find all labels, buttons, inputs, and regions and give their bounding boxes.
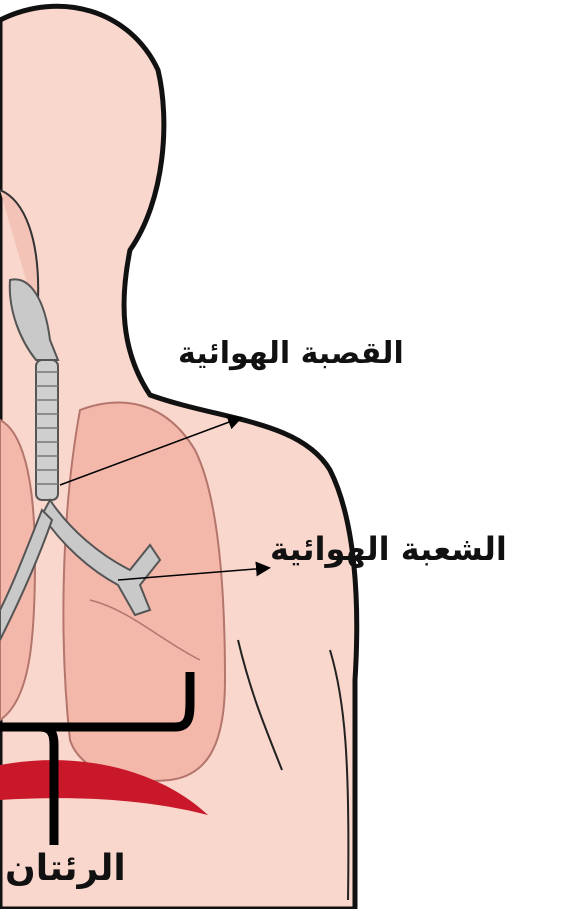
lungs-label: الرئتان: [5, 848, 126, 889]
trachea-label: القصبة الهوائية: [178, 336, 404, 371]
bronchus-label: الشعبة الهوائية: [270, 530, 507, 568]
trachea: [36, 360, 58, 500]
